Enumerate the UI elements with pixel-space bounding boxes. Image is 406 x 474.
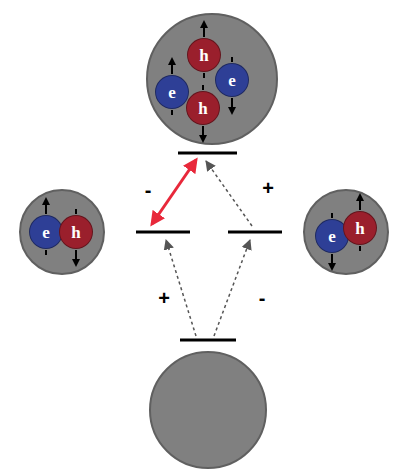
transition-arrow: [206, 161, 252, 226]
hole: h: [343, 211, 377, 245]
particle-letter: h: [355, 220, 364, 237]
polarization-sign: +: [262, 178, 274, 198]
polarization-sign: -: [259, 288, 266, 308]
energy-level: [178, 152, 237, 155]
energy-level: [228, 231, 282, 234]
electron: e: [29, 215, 63, 249]
ground-disc: [150, 352, 266, 468]
electron: e: [155, 75, 189, 109]
particle-letter: e: [42, 224, 50, 241]
transition-arrow: [214, 240, 250, 336]
biexciton-disc: [147, 14, 277, 144]
spin-arrows: [46, 24, 360, 267]
particle-letter: e: [168, 84, 176, 101]
polarization-sign: +: [158, 288, 170, 308]
exciton-disc: [20, 190, 104, 274]
transition-arrow: [166, 240, 196, 336]
particle-letter: h: [71, 224, 80, 241]
electron: e: [215, 63, 249, 97]
energy-level: [180, 339, 236, 342]
particle-letter: e: [228, 72, 236, 89]
energy-level: [136, 231, 190, 234]
driven-transition-arrow: [152, 160, 196, 224]
particle-letter: h: [198, 100, 207, 117]
particle-letter: e: [328, 228, 336, 245]
hole: h: [186, 91, 220, 125]
hole: h: [187, 38, 221, 72]
hole: h: [59, 215, 93, 249]
exciton-disc: [304, 190, 388, 274]
polarization-sign: -: [145, 180, 152, 200]
particle-letter: h: [199, 47, 208, 64]
